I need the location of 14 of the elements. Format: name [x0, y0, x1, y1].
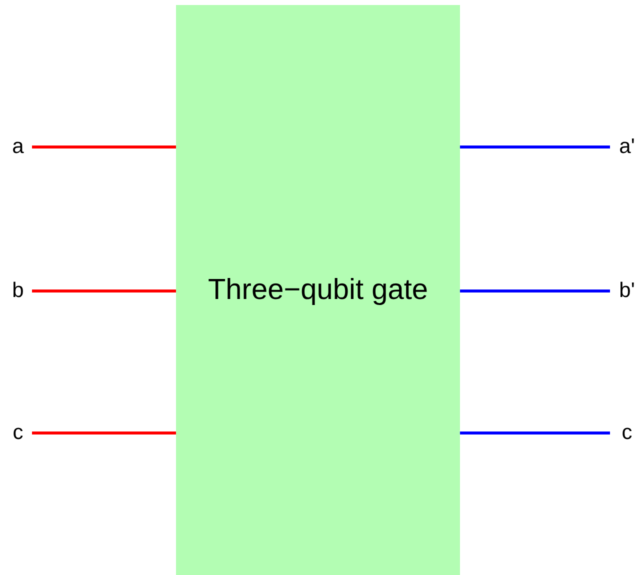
- wire-line: [32, 146, 176, 148]
- qubit-label: a': [614, 134, 640, 160]
- wire-line: [460, 432, 610, 434]
- qubit-label: c: [614, 420, 640, 446]
- qubit-label: b: [8, 278, 28, 304]
- qubit-label: b': [614, 278, 640, 304]
- wire-line: [460, 146, 610, 148]
- qubit-label: a: [8, 134, 28, 160]
- wire-line: [460, 290, 610, 292]
- wire-line: [32, 290, 176, 292]
- gate-box: [176, 5, 460, 575]
- wire-line: [32, 432, 176, 434]
- qubit-label: c: [8, 420, 28, 446]
- gate-label: Three−qubit gate: [208, 274, 428, 306]
